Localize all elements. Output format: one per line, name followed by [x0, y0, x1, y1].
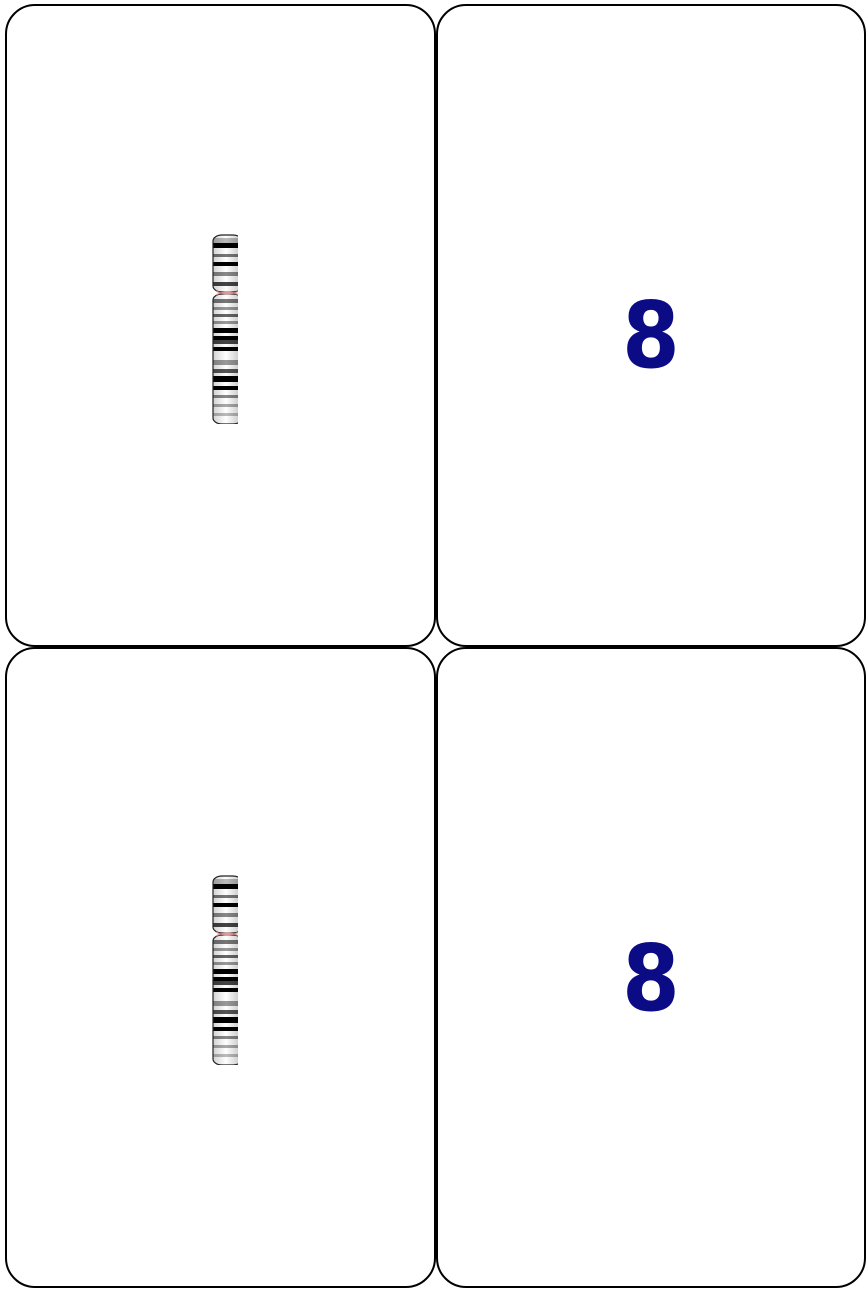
chromosome-ideogram-icon — [204, 871, 238, 1065]
chromosome-card[interactable] — [5, 647, 436, 1288]
chromosome-ideogram-icon — [204, 230, 238, 424]
chromosome-number: 8 — [458, 286, 845, 386]
chromosome-card[interactable] — [5, 4, 436, 647]
chromosome-number: 8 — [458, 929, 845, 1029]
